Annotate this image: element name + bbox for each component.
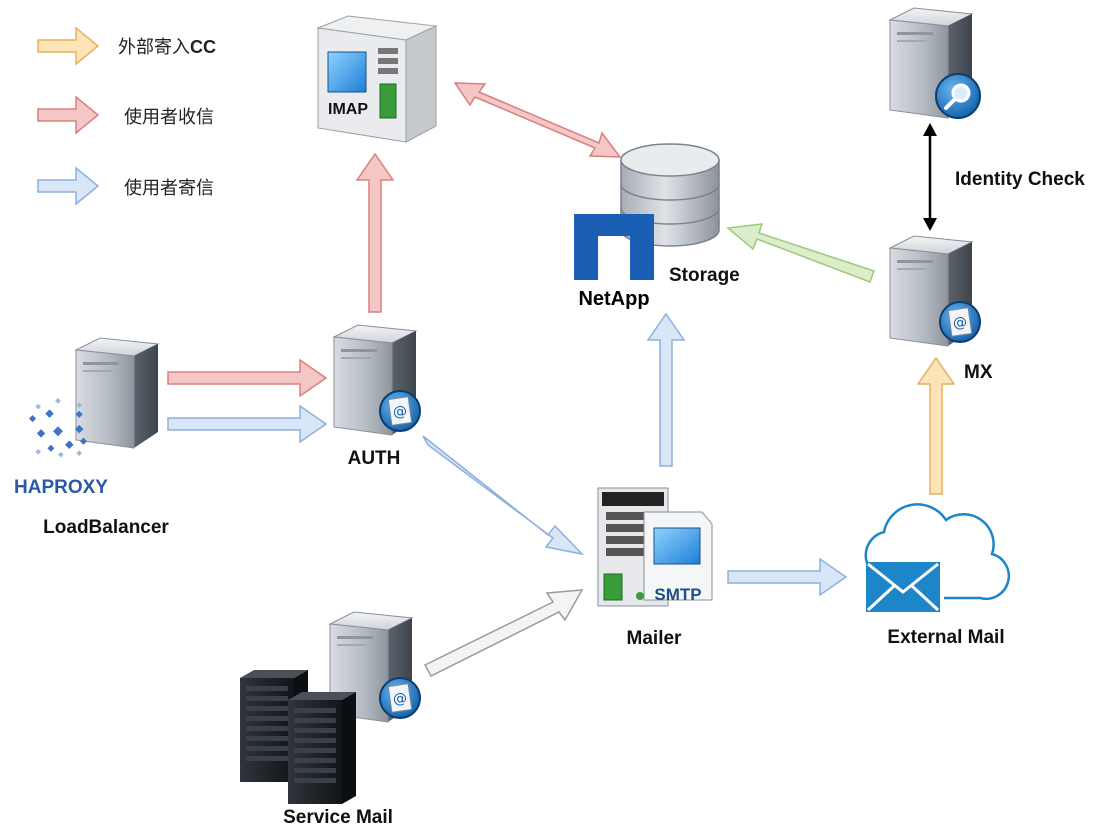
identity-check-server-icon [889,7,981,119]
haproxy-logo [29,398,87,458]
mx-label: MX [964,362,993,383]
server-rack-icon [240,670,356,804]
arrow-mailer-to-external [727,557,848,597]
arrow-lb-to-auth-send [167,404,328,444]
legend-label-user-send: 使用者寄信 [124,178,214,199]
auth-server-icon [333,324,421,436]
mailer-smtp-server-icon: SMTP [597,487,713,607]
loadbalancer-label: LoadBalancer [43,517,169,538]
arrow-auth-to-mailer [422,435,585,556]
external-mail-label: External Mail [887,627,1004,648]
arrow-lb-to-auth-receive [167,358,328,398]
netapp-logo: NetApp [574,214,654,310]
mailer-label: Mailer [627,628,683,649]
arrow-auth-to-imap [355,152,395,313]
arrow-mx-identity-bidirectional [923,123,937,231]
haproxy-brand-text: HAPROXY [14,477,108,498]
arrow-imap-storage-bidirectional [453,82,622,158]
service-mail-label: Service Mail [283,807,393,827]
netapp-brand-text: NetApp [578,288,649,310]
auth-label: AUTH [348,448,401,469]
legend-label-external-cc: 外部寄入CC [118,37,216,58]
arrow-mx-to-storage [726,223,875,283]
loadbalancer-server-icon [75,337,159,449]
envelope-icon [866,562,940,612]
legend-arrow-user-receive [37,95,100,135]
magnifier-icon [935,73,981,119]
legend-label-user-receive: 使用者收信 [124,107,214,128]
mx-server-icon [889,235,981,347]
arrow-service-to-mailer [423,589,584,677]
arrow-external-to-mx [916,356,956,495]
legend-arrow-external-cc [37,26,100,66]
imap-icon-text: IMAP [328,101,368,118]
legend-arrow-user-send [37,166,100,206]
imap-server-icon: IMAP [316,15,438,143]
arrow-mailer-to-storage [646,312,686,467]
identity-check-label: Identity Check [955,169,1085,190]
smtp-icon-text: SMTP [654,585,701,604]
storage-label: Storage [669,265,740,286]
